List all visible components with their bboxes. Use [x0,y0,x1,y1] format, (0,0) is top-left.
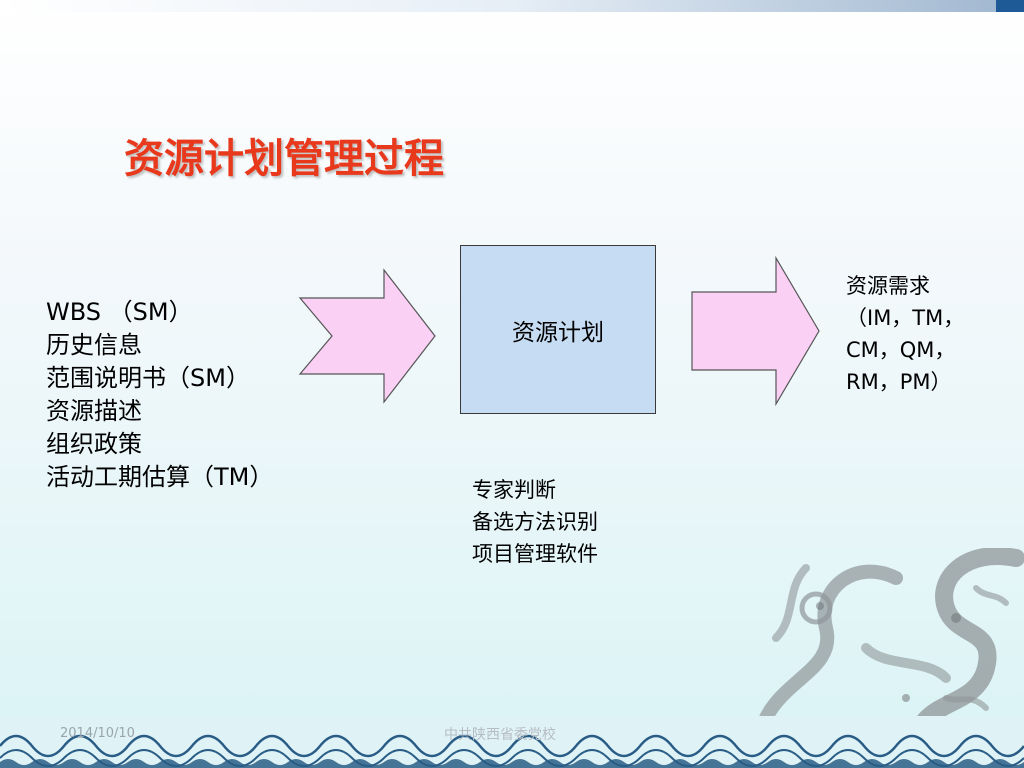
dragon-decoration [759,548,1024,747]
input-item: 范围说明书（SM） [46,364,250,392]
process-box: 资源计划 [460,245,656,414]
top-bar-accent [996,0,1024,12]
output-item: RM，PM） [846,370,952,394]
input-item: 组织政策 [46,430,142,458]
input-item: 资源描述 [46,397,142,425]
process-label: 资源计划 [512,319,604,346]
footer-organization: 中共陕西省委党校 [444,727,556,743]
tool-item: 备选方法识别 [472,510,598,534]
output-item: （IM，TM， [846,306,965,330]
tool-item: 项目管理软件 [472,542,598,566]
tools-list: 专家判断 备选方法识别 项目管理软件 [472,474,598,570]
footer-date: 2014/10/10 [60,726,135,741]
input-arrow [298,268,436,404]
outputs-list: 资源需求 （IM，TM， CM，QM， RM，PM） [846,270,964,398]
input-item: 活动工期估算（TM） [46,463,274,491]
input-item: WBS （SM） [46,298,193,326]
input-item: 历史信息 [46,331,142,359]
top-decoration-bar [0,0,1024,12]
output-item: CM，QM， [846,338,956,362]
output-item: 资源需求 [846,274,930,298]
tool-item: 专家判断 [472,478,556,502]
input-list: WBS （SM） 历史信息 范围说明书（SM） 资源描述 组织政策 活动工期估算… [46,296,273,494]
wave-footer-decoration [0,716,1024,768]
output-arrow [691,256,820,406]
slide-title: 资源计划管理过程 [124,135,444,182]
